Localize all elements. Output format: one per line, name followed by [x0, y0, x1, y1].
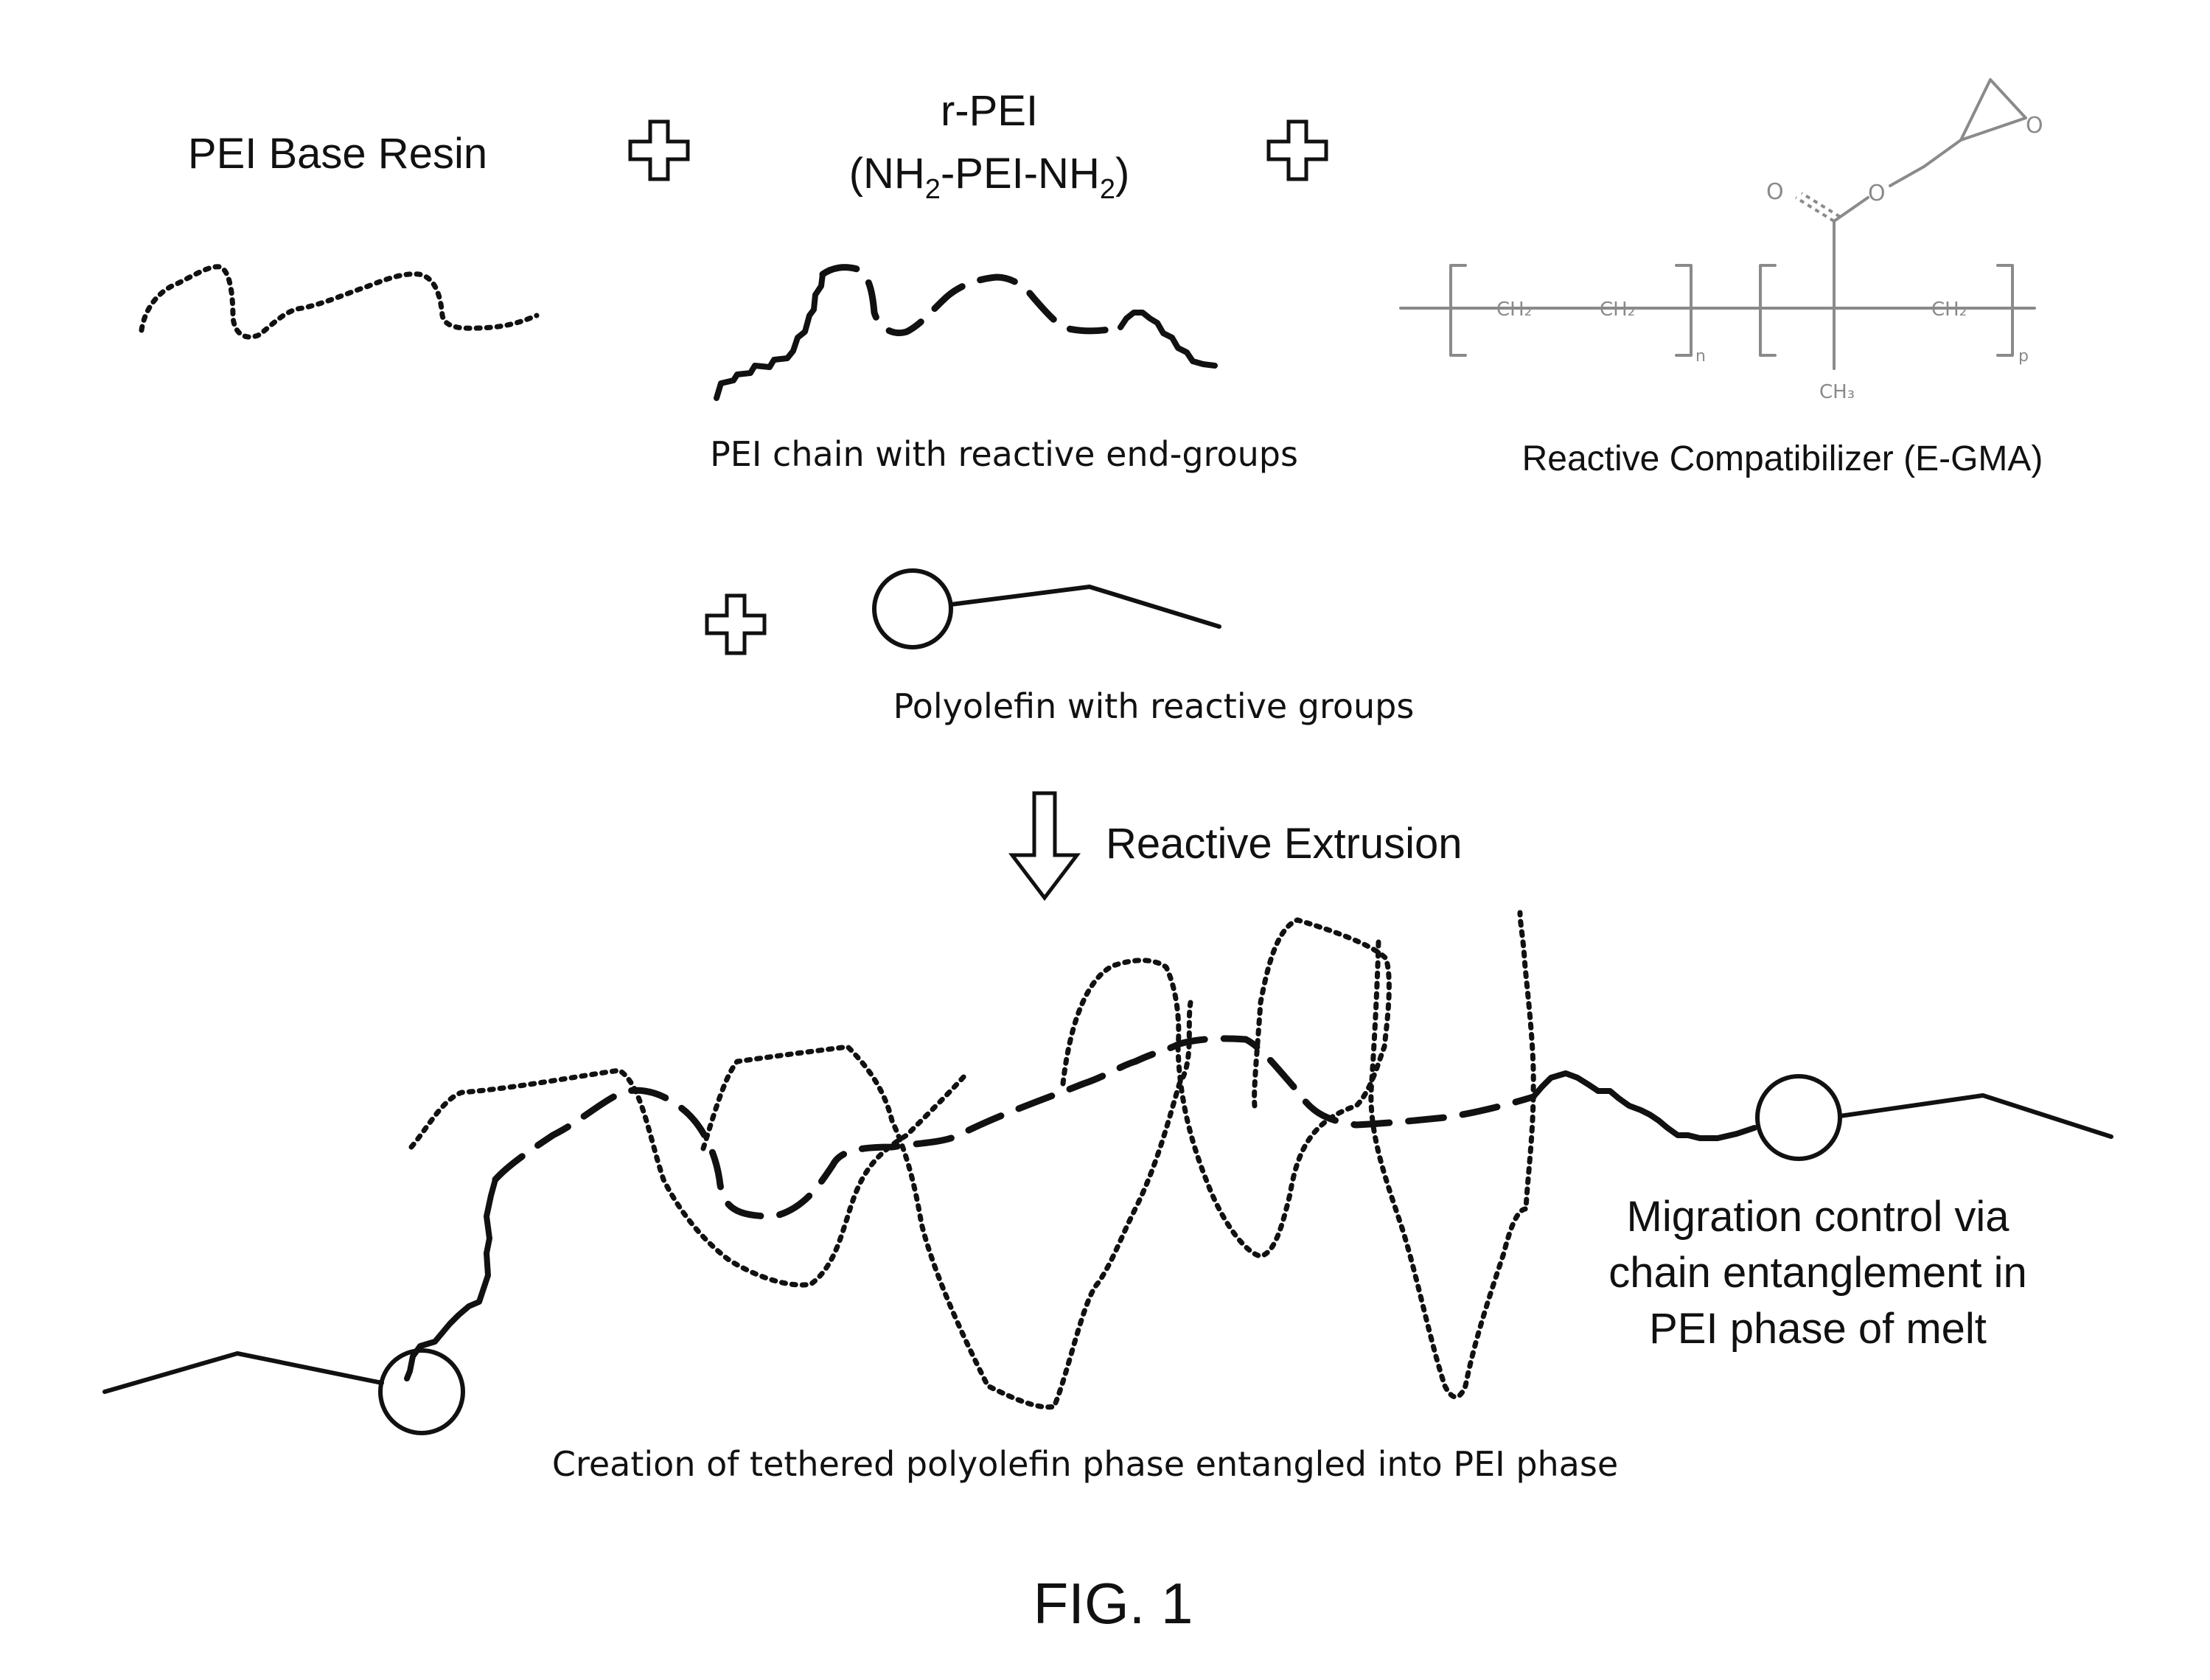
rpei-formula-open: (NH [849, 150, 925, 198]
ester-oxygen-label: O [1868, 181, 1886, 206]
rpei-formula-sub1: 2 [925, 174, 941, 205]
rpei-reactive-end-lower-right [1530, 1070, 1757, 1141]
rpei-chain-body [819, 264, 1124, 336]
plus-icon-3 [705, 593, 767, 655]
rpei-chain-main [492, 1035, 1537, 1220]
polyolefin-molecule [872, 568, 1221, 649]
rpei-caption: PEI chain with reactive end-groups [710, 434, 1298, 474]
tether-circle-right [1755, 1074, 1842, 1161]
plus-icon-2 [1266, 119, 1328, 181]
plus-icon-1 [628, 119, 690, 181]
pei-chain-1 [408, 1067, 967, 1288]
polyolefin-tail-left [102, 1351, 384, 1394]
rpei-formula-close: ) [1115, 150, 1129, 198]
pei-chain-4 [1368, 910, 1536, 1400]
p-subscript: p [2018, 347, 2029, 366]
tether-circle-left [378, 1348, 465, 1435]
pei-base-resin-label: PEI Base Resin [188, 130, 487, 178]
reactive-group-circle [872, 568, 953, 649]
figure-label: FIG. 1 [1033, 1571, 1193, 1636]
result-caption: Creation of tethered polyolefin phase en… [552, 1444, 1618, 1484]
ch2-label-b: CH₂ [1600, 299, 1635, 321]
pei-chain-2 [700, 1000, 1193, 1410]
polyolefin-chain [949, 585, 1221, 629]
carbonyl-oxygen-label: O [1766, 179, 1784, 205]
rpei-reactive-end-right [1118, 310, 1218, 369]
egma-structure: CH₂ CH₂ n CH₃ CH₂ p O O O [1399, 78, 2043, 403]
ch2-label-a: CH₂ [1496, 299, 1532, 321]
rpei-title: r-PEI [941, 87, 1038, 135]
polyolefin-caption: Polyolefin with reactive groups [893, 686, 1415, 726]
polyolefin-tail-right [1838, 1093, 2113, 1139]
compatibilizer-caption: Reactive Compatibilizer (E-GMA) [1522, 439, 2043, 478]
rpei-formula-mid: -PEI-NH [941, 150, 1100, 198]
pei-base-resin-chain [139, 264, 540, 340]
ch3-label: CH₃ [1819, 381, 1855, 403]
rpei-reactive-end-left [714, 271, 826, 401]
migration-line-3: PEI phase of melt [1649, 1305, 1987, 1353]
rpei-formula-sub2: 2 [1100, 174, 1115, 205]
rpei-formula: (NH2-PEI-NH2) [849, 150, 1130, 205]
reactive-extrusion-label: Reactive Extrusion [1106, 820, 1463, 868]
migration-line-1: Migration control via [1627, 1193, 2010, 1241]
down-arrow-icon [1008, 791, 1081, 902]
epoxide-oxygen-label: O [2026, 113, 2043, 139]
migration-line-2: chain entanglement in [1608, 1249, 2027, 1297]
ch2-label-c: CH₂ [1931, 299, 1967, 321]
n-subscript: n [1695, 347, 1706, 366]
entangled-network [102, 910, 2113, 1435]
pei-chain-3 [1060, 917, 1392, 1259]
